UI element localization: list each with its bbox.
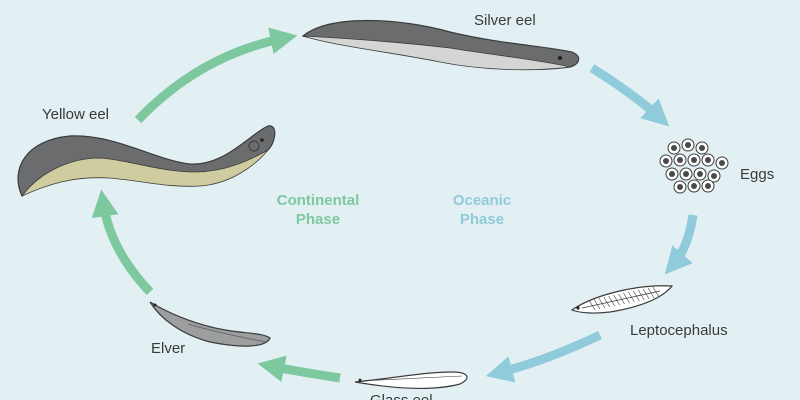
arrow-yellow-to-silver (134, 27, 298, 124)
larva-rib (633, 290, 640, 302)
egg-yolk (711, 173, 717, 179)
arrow-elver-to-yellow (91, 189, 154, 296)
label-glass-eel: Glass eel (370, 392, 433, 400)
egg-yolk (683, 171, 689, 177)
arrow-glass-to-elver (257, 355, 341, 383)
egg-yolk (663, 158, 669, 164)
label-yellow-eel: Yellow eel (42, 106, 109, 123)
egg-yolk (669, 171, 675, 177)
yellow-eel-icon (17, 125, 276, 197)
larva-rib (652, 286, 660, 298)
egg-yolk (685, 142, 691, 148)
phase-oceanic-line1: Oceanic (452, 192, 512, 209)
larva-rib (637, 289, 645, 301)
egg-yolk (699, 145, 705, 151)
label-eggs: Eggs (740, 166, 775, 183)
phase-label-oceanic: Oceanic Phase (432, 191, 532, 229)
egg-yolk (691, 183, 697, 189)
egg-yolk (705, 183, 711, 189)
egg-yolk (719, 160, 725, 166)
larva-rib (642, 288, 650, 300)
elver-icon (149, 301, 271, 347)
glass-eel-icon (354, 371, 468, 390)
leptocephalus-icon (570, 285, 674, 314)
egg-yolk (691, 157, 697, 163)
phase-oceanic-line2: Phase (459, 211, 505, 228)
larva-rib (588, 299, 596, 311)
arrow-silver-to-eggs (589, 64, 670, 127)
label-leptocephalus: Leptocephalus (630, 322, 728, 339)
egg-yolk (697, 171, 703, 177)
phase-label-continental: Continental Phase (262, 191, 374, 229)
arrow-eggs-to-leptocephalus (664, 214, 698, 275)
larva-rib (593, 298, 601, 310)
larva-rib (608, 295, 615, 307)
label-elver: Elver (151, 340, 186, 357)
larva-rib (618, 293, 625, 305)
egg-yolk (671, 145, 677, 151)
egg-yolk (677, 157, 683, 163)
egg-yolk (677, 184, 683, 190)
larva-rib (613, 294, 620, 306)
larva-rib (598, 297, 606, 309)
larva-rib (603, 296, 611, 308)
phase-continental-line2: Phase (295, 211, 341, 228)
larva-rib (647, 287, 655, 299)
label-silver-eel: Silver eel (474, 12, 536, 29)
arrow-leptocephalus-to-glass (485, 330, 602, 383)
silver-eel-icon (301, 19, 580, 71)
egg-yolk (705, 157, 711, 163)
larva-rib (623, 292, 630, 304)
larva-rib (628, 291, 635, 303)
phase-continental-line1: Continental (276, 192, 360, 209)
eggs-icon (659, 138, 729, 194)
